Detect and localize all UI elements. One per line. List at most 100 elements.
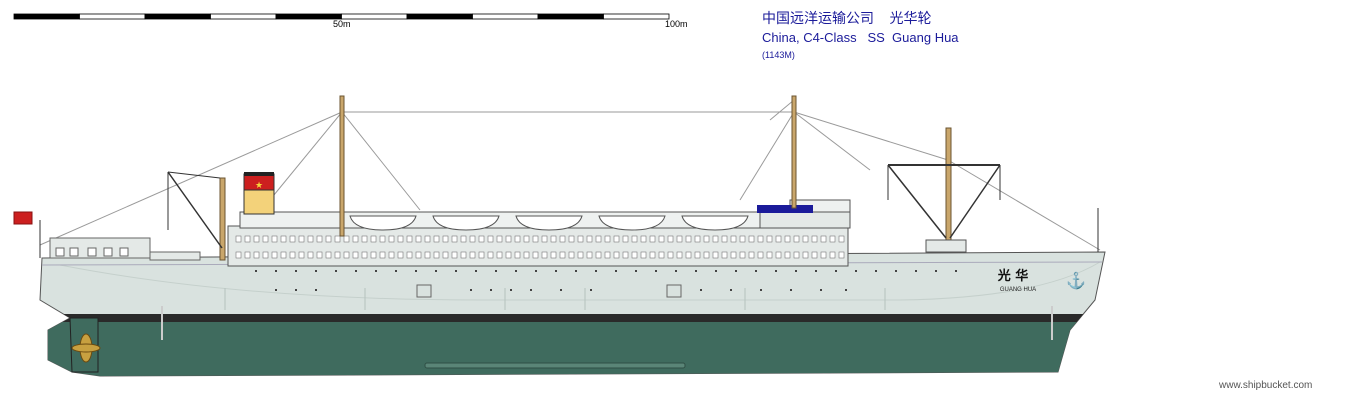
window — [676, 235, 683, 243]
window — [532, 235, 539, 243]
window — [829, 235, 836, 243]
window — [469, 251, 476, 259]
window — [307, 235, 314, 243]
window — [667, 235, 674, 243]
window — [730, 235, 737, 243]
portholes-upper — [255, 270, 957, 272]
window — [811, 251, 818, 259]
window — [631, 235, 638, 243]
window — [820, 235, 827, 243]
window — [514, 235, 521, 243]
rigging — [39, 99, 1101, 251]
main-mast — [791, 95, 797, 209]
window — [775, 235, 782, 243]
window — [595, 235, 602, 243]
window — [757, 251, 764, 259]
window — [559, 235, 566, 243]
window — [622, 235, 629, 243]
window — [352, 235, 359, 243]
lifeboat — [349, 215, 417, 231]
window — [451, 235, 458, 243]
window — [568, 235, 575, 243]
window — [478, 235, 485, 243]
window — [496, 235, 503, 243]
window — [397, 235, 404, 243]
window — [586, 251, 593, 259]
window — [739, 251, 746, 259]
lifeboat — [515, 215, 583, 231]
window — [685, 235, 692, 243]
window — [433, 251, 440, 259]
window — [694, 251, 701, 259]
window — [811, 235, 818, 243]
window — [802, 251, 809, 259]
window — [496, 251, 503, 259]
window — [325, 251, 332, 259]
window — [316, 235, 323, 243]
window — [343, 251, 350, 259]
bridge-nameboard — [757, 205, 813, 213]
hull-door — [666, 284, 682, 298]
draft-marks — [161, 306, 1053, 340]
hull — [39, 251, 1106, 377]
window — [469, 235, 476, 243]
window — [271, 235, 278, 243]
window — [712, 251, 719, 259]
window — [415, 251, 422, 259]
credit-text: www.shipbucket.com — [1219, 380, 1313, 391]
window — [748, 235, 755, 243]
window — [253, 235, 260, 243]
scale-label-100m: 100m — [665, 19, 688, 29]
window — [640, 251, 647, 259]
window — [712, 235, 719, 243]
window — [658, 235, 665, 243]
window — [298, 235, 305, 243]
window — [730, 251, 737, 259]
window — [586, 235, 593, 243]
hull-name-chinese: 光 华 — [997, 268, 1029, 284]
window — [523, 235, 530, 243]
hull-frame-lines — [224, 288, 886, 310]
window — [370, 235, 377, 243]
window — [307, 251, 314, 259]
window — [442, 251, 449, 259]
funnel: ★ — [243, 172, 275, 215]
window — [838, 251, 845, 259]
window — [424, 251, 431, 259]
window — [343, 235, 350, 243]
window — [406, 235, 413, 243]
window — [442, 235, 449, 243]
window — [595, 251, 602, 259]
window — [280, 251, 287, 259]
title-english: China, C4-Class SS Guang Hua — [762, 30, 959, 45]
window — [478, 251, 485, 259]
lifeboat — [598, 215, 666, 231]
window — [757, 235, 764, 243]
window — [370, 251, 377, 259]
scale-label-50m: 50m — [333, 19, 351, 29]
window — [568, 251, 575, 259]
window — [280, 235, 287, 243]
window — [361, 251, 368, 259]
window — [334, 235, 341, 243]
superstructure — [227, 199, 851, 267]
window — [559, 251, 566, 259]
window — [658, 251, 665, 259]
window — [334, 251, 341, 259]
masts — [339, 95, 1099, 253]
hull-lower — [40, 322, 1105, 376]
window — [460, 235, 467, 243]
window — [793, 235, 800, 243]
window — [523, 251, 530, 259]
window — [802, 235, 809, 243]
title-note: (1143M) — [762, 50, 795, 60]
window — [649, 235, 656, 243]
window — [784, 235, 791, 243]
window — [406, 251, 413, 259]
window — [262, 235, 269, 243]
window — [388, 251, 395, 259]
window — [838, 235, 845, 243]
window — [235, 251, 242, 259]
window — [550, 235, 557, 243]
